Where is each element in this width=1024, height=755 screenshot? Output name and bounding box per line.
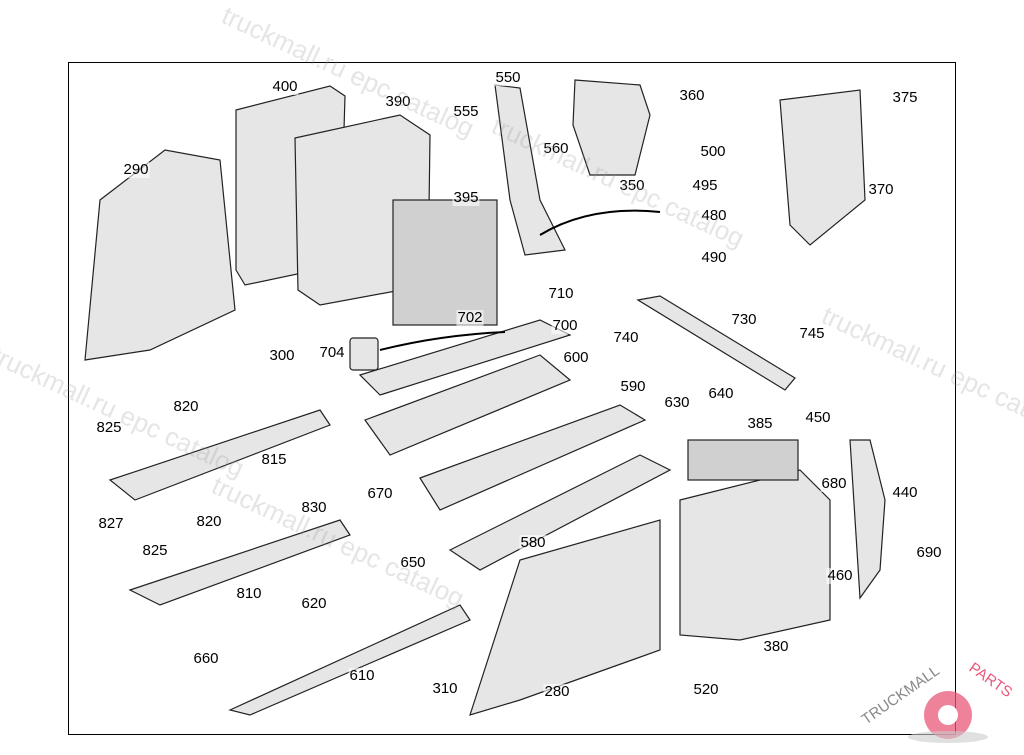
callout-610: 610 [348, 667, 376, 684]
callout-700: 700 [551, 317, 579, 334]
callout-380: 380 [762, 638, 790, 655]
callout-520: 520 [692, 681, 720, 698]
logo-text-parts: PARTS [966, 659, 1016, 701]
callout-660: 660 [192, 650, 220, 667]
truckmall-parts-logo: TRUCKMALL PARTS [858, 655, 1024, 750]
part-580 [448, 454, 672, 571]
callout-690: 690 [915, 544, 943, 561]
callout-390: 390 [384, 93, 412, 110]
callout-730: 730 [730, 311, 758, 328]
callout-550: 550 [494, 69, 522, 86]
part-290 [84, 149, 236, 361]
callout-825: 825 [141, 542, 169, 559]
callout-827: 827 [97, 515, 125, 532]
callout-702: 702 [456, 309, 484, 326]
callout-480: 480 [700, 207, 728, 224]
callout-600: 600 [562, 349, 590, 366]
callout-370: 370 [867, 181, 895, 198]
callout-620: 620 [300, 595, 328, 612]
diagram-frame [68, 62, 956, 735]
callout-650: 650 [399, 554, 427, 571]
callout-810: 810 [235, 585, 263, 602]
callout-375: 375 [891, 89, 919, 106]
part-550 [494, 84, 566, 256]
callout-290: 290 [122, 161, 150, 178]
part-810 [128, 519, 351, 606]
arrow-704-700 [379, 331, 506, 351]
callout-360: 360 [678, 87, 706, 104]
part-700 [358, 319, 572, 396]
callout-300: 300 [268, 347, 296, 364]
callout-460: 460 [826, 567, 854, 584]
part-385-net [687, 439, 799, 481]
callout-830: 830 [300, 499, 328, 516]
callout-680: 680 [820, 475, 848, 492]
callout-395: 395 [452, 189, 480, 206]
callout-310: 310 [431, 680, 459, 697]
part-280 [469, 519, 661, 716]
callout-280: 280 [543, 683, 571, 700]
part-380 [679, 469, 831, 641]
callout-710: 710 [547, 285, 575, 302]
callout-580: 580 [519, 534, 547, 551]
part-440 [849, 439, 886, 600]
part-590 [419, 404, 647, 511]
callout-400: 400 [271, 78, 299, 95]
callout-820: 820 [172, 398, 200, 415]
callout-825: 825 [95, 419, 123, 436]
part-610 [228, 604, 471, 716]
callout-640: 640 [707, 385, 735, 402]
part-600 [364, 354, 572, 456]
callout-815: 815 [260, 451, 288, 468]
part-395-net [392, 199, 498, 326]
callout-820: 820 [195, 513, 223, 530]
callout-450: 450 [804, 409, 832, 426]
callout-670: 670 [366, 485, 394, 502]
part-370 [779, 89, 866, 246]
arrow-480-550 [539, 209, 661, 236]
callout-740: 740 [612, 329, 640, 346]
callout-350: 350 [618, 177, 646, 194]
callout-560: 560 [542, 140, 570, 157]
callout-385: 385 [746, 415, 774, 432]
callout-440: 440 [891, 484, 919, 501]
callout-555: 555 [452, 103, 480, 120]
callout-495: 495 [691, 177, 719, 194]
callout-704: 704 [318, 344, 346, 361]
callout-630: 630 [663, 394, 691, 411]
callout-500: 500 [699, 143, 727, 160]
part-815 [108, 409, 331, 501]
part-704 [349, 337, 379, 371]
callout-745: 745 [798, 325, 826, 342]
callout-490: 490 [700, 249, 728, 266]
part-350 [572, 79, 651, 176]
callout-590: 590 [619, 378, 647, 395]
part-730 [636, 295, 796, 391]
